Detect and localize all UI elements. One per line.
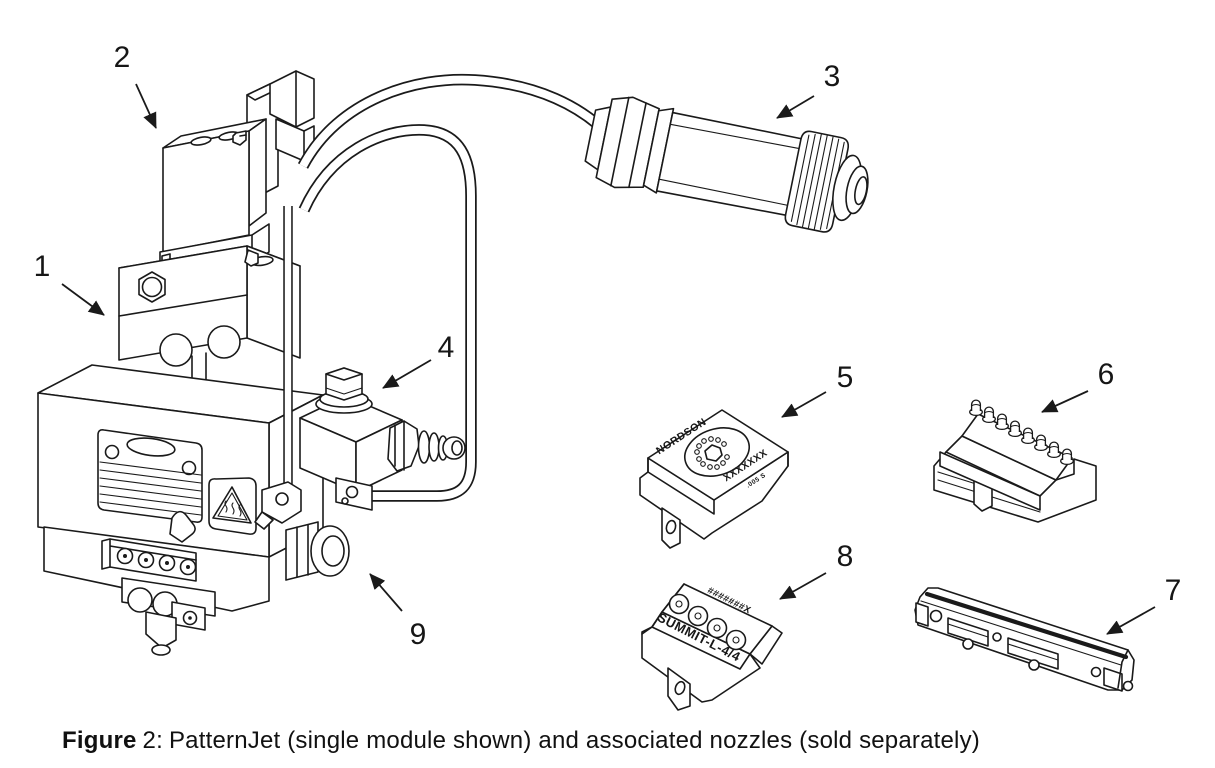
callout-9: 9 (369, 573, 427, 651)
vent-plate (97, 429, 203, 523)
gun-module (43, 510, 270, 656)
cordset-connector (584, 96, 869, 233)
hot-surface-warning-icon (208, 477, 257, 535)
filter-cap (315, 367, 373, 414)
callout-7-number: 7 (1165, 574, 1182, 607)
callout-5: 5 (781, 361, 854, 418)
callout-6-number: 6 (1098, 358, 1115, 391)
callout-2-number: 2 (114, 41, 131, 74)
callout-3: 3 (776, 60, 841, 119)
callout-6: 6 (1041, 358, 1115, 413)
callouts: 1 2 3 4 5 6 7 8 (34, 41, 1182, 651)
callout-8-number: 8 (837, 540, 854, 573)
callout-8: 8 (779, 540, 854, 600)
nozzle8-screws (668, 593, 747, 651)
figure-caption-label: Figure (62, 727, 137, 754)
solenoid-cable (297, 73, 617, 169)
callout-1: 1 (34, 250, 105, 316)
nozzle-single-orifice: NORDSON XXXXXXX .005 S (639, 409, 789, 549)
air-tubing (283, 124, 477, 506)
callout-3-number: 3 (824, 60, 841, 93)
callout-7: 7 (1106, 574, 1182, 635)
filter-assembly (299, 367, 466, 511)
callout-1-number: 1 (34, 250, 51, 283)
nozzle-slot-bar (914, 587, 1135, 692)
nozzle-summit: #######X SUMMIT-L-4/4 (641, 583, 783, 711)
hose-fitting (387, 420, 466, 472)
module-screw-bar (101, 538, 197, 582)
callout-4-number: 4 (438, 331, 455, 364)
callout-9-number: 9 (410, 618, 427, 651)
patternjet-assembly (37, 70, 869, 656)
figure-caption-text: PatternJet (single module shown) and ass… (168, 727, 980, 754)
nozzle5-orifice-ring (694, 436, 730, 470)
callout-5-number: 5 (837, 361, 854, 394)
figure-caption-number: 2: (142, 727, 163, 754)
nozzle-multi-tip (933, 399, 1097, 523)
callout-4: 4 (382, 331, 455, 389)
nozzle-tip-assembly (121, 577, 216, 656)
drain-plug (254, 481, 350, 581)
callout-2: 2 (114, 41, 157, 129)
